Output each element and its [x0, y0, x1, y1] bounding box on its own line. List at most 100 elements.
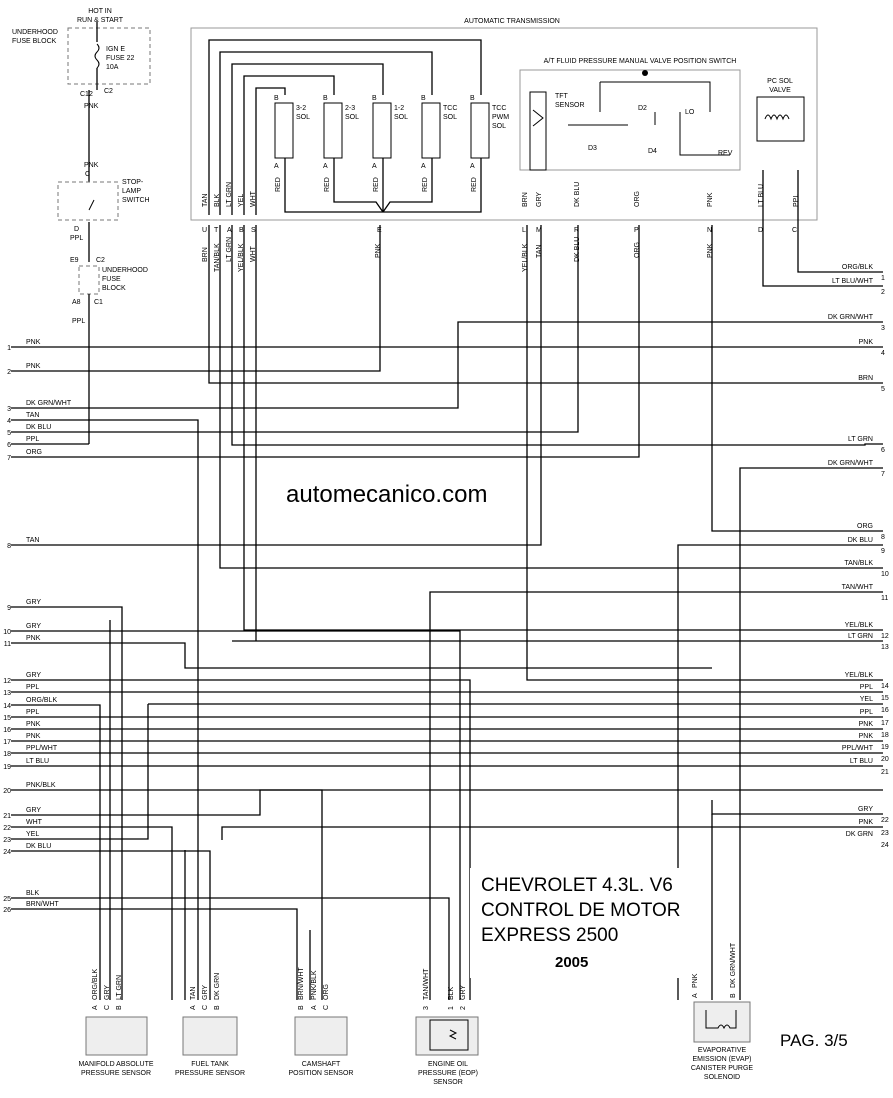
- svg-text:BLK: BLK: [214, 193, 221, 207]
- right-wire-color: DK GRN/WHT: [828, 460, 874, 467]
- underhood-label-2: FUSE BLOCK: [12, 38, 57, 45]
- left-wire-color: BRN/WHT: [26, 901, 59, 908]
- svg-text:2: 2: [460, 1006, 467, 1010]
- left-wire-color: BLK: [26, 890, 40, 897]
- left-wire-color: WHT: [26, 819, 43, 826]
- left-wire-color: ORG: [26, 449, 42, 456]
- svg-text:FUEL TANK: FUEL TANK: [191, 1061, 229, 1068]
- svg-text:ENGINE OIL: ENGINE OIL: [428, 1061, 468, 1068]
- right-wire-color: DK GRN/WHT: [828, 314, 874, 321]
- left-pin-number: 14: [3, 703, 11, 710]
- svg-text:YEL/BLK: YEL/BLK: [238, 243, 245, 272]
- svg-text:BRN: BRN: [202, 247, 209, 262]
- ppl-label-b: PPL: [72, 318, 85, 325]
- right-pin-number: 7: [881, 471, 885, 478]
- svg-text:3-2: 3-2: [296, 105, 306, 112]
- right-wire-color: TAN/WHT: [842, 584, 874, 591]
- svg-text:C: C: [202, 1005, 209, 1010]
- right-wire-color: DK BLU: [848, 537, 873, 544]
- right-pin-number: 19: [881, 744, 889, 751]
- svg-text:L: L: [522, 227, 526, 234]
- solenoid-1-2: B 1-2 SOL A: [372, 95, 408, 170]
- left-pin-number: 26: [3, 907, 11, 914]
- svg-text:T: T: [214, 227, 219, 234]
- right-wire-color: PNK: [859, 339, 874, 346]
- svg-text:A: A: [311, 1005, 318, 1010]
- left-wire-color: DK GRN/WHT: [26, 400, 72, 407]
- right-pin-number: 23: [881, 830, 889, 837]
- svg-text:SOL: SOL: [492, 123, 506, 130]
- svg-text:LT BLU: LT BLU: [758, 184, 765, 207]
- stop-label-1: STOP-: [122, 179, 144, 186]
- right-wire-color: YEL/BLK: [845, 622, 874, 629]
- right-pin-number: 3: [881, 325, 885, 332]
- svg-text:SOL: SOL: [296, 114, 310, 121]
- svg-text:DK BLU: DK BLU: [574, 182, 581, 207]
- svg-text:B: B: [214, 1005, 221, 1010]
- left-wire-color: LT BLU: [26, 758, 49, 765]
- left-pin-number: 8: [7, 543, 11, 550]
- c2-label: C2: [104, 88, 113, 95]
- right-pin-number: 6: [881, 447, 885, 454]
- svg-text:1-2: 1-2: [394, 105, 404, 112]
- c12-label: C12: [80, 91, 93, 98]
- svg-text:C: C: [323, 1005, 330, 1010]
- svg-text:YEL: YEL: [238, 194, 245, 207]
- svg-text:PWM: PWM: [492, 114, 509, 121]
- stop-label-3: SWITCH: [122, 197, 150, 204]
- left-pin-number: 21: [3, 813, 11, 820]
- left-pin-number: 4: [7, 418, 11, 425]
- wire-harness: [11, 170, 883, 1000]
- left-pin-number: 16: [3, 727, 11, 734]
- svg-text:M: M: [536, 227, 542, 234]
- left-pin-number: 25: [3, 896, 11, 903]
- red-wire-labels: RED RED RED RED RED: [275, 177, 478, 192]
- hot-in-label: HOT IN: [88, 8, 112, 15]
- left-pin-number: 10: [3, 629, 11, 636]
- svg-text:2-3: 2-3: [345, 105, 355, 112]
- c1-label: C1: [94, 299, 103, 306]
- left-pin-number: 5: [7, 430, 11, 437]
- right-wire-color: PPL/WHT: [842, 745, 874, 752]
- right-wire-color: DK GRN: [846, 831, 873, 838]
- svg-text:B: B: [421, 95, 426, 102]
- svg-text:PRESSURE (EOP): PRESSURE (EOP): [418, 1070, 478, 1077]
- left-wire-color: PPL: [26, 436, 39, 443]
- right-pin-number: 12: [881, 633, 889, 640]
- svg-text:A: A: [692, 993, 699, 998]
- svg-text:PRESSURE SENSOR: PRESSURE SENSOR: [175, 1070, 245, 1077]
- a8-label: A8: [72, 299, 81, 306]
- pnk-label-b: PNK: [84, 162, 99, 169]
- transmission-title: AUTOMATIC TRANSMISSION: [464, 18, 560, 25]
- right-pin-number: 9: [881, 548, 885, 555]
- svg-text:LT GRN: LT GRN: [226, 237, 233, 262]
- svg-text:A: A: [421, 163, 426, 170]
- title-year: 2005: [555, 954, 588, 971]
- svg-text:A: A: [92, 1005, 99, 1010]
- right-wire-color: GRY: [858, 806, 873, 813]
- right-wire-color: PPL: [860, 709, 873, 716]
- svg-text:GRY: GRY: [202, 985, 209, 1000]
- svg-text:P: P: [634, 227, 639, 234]
- left-pin-number: 7: [7, 455, 11, 462]
- left-wire-color: PNK: [26, 363, 41, 370]
- transmission-box: [190, 27, 818, 221]
- right-wire-color: ORG: [857, 523, 873, 530]
- right-wire-color: ORG/BLK: [842, 264, 873, 271]
- right-pin-number: 5: [881, 386, 885, 393]
- fuse-label-3: 10A: [106, 64, 119, 71]
- right-pin-number: 2: [881, 289, 885, 296]
- svg-text:GRY: GRY: [460, 985, 467, 1000]
- left-pin-number: 18: [3, 751, 11, 758]
- svg-text:S: S: [251, 227, 256, 234]
- left-wire-color: PPL/WHT: [26, 745, 58, 752]
- svg-text:TCC: TCC: [492, 105, 506, 112]
- d3-label: D3: [588, 145, 597, 152]
- right-pin-number: 15: [881, 695, 889, 702]
- svg-text:BRN/WHT: BRN/WHT: [298, 967, 305, 1000]
- right-wire-color: LT GRN: [848, 436, 873, 443]
- svg-text:B: B: [470, 95, 475, 102]
- run-start-label: RUN & START: [77, 17, 124, 24]
- fuse-circuit: HOT IN RUN & START UNDERHOOD FUSE BLOCK …: [11, 8, 151, 445]
- svg-text:ORG: ORG: [634, 191, 641, 207]
